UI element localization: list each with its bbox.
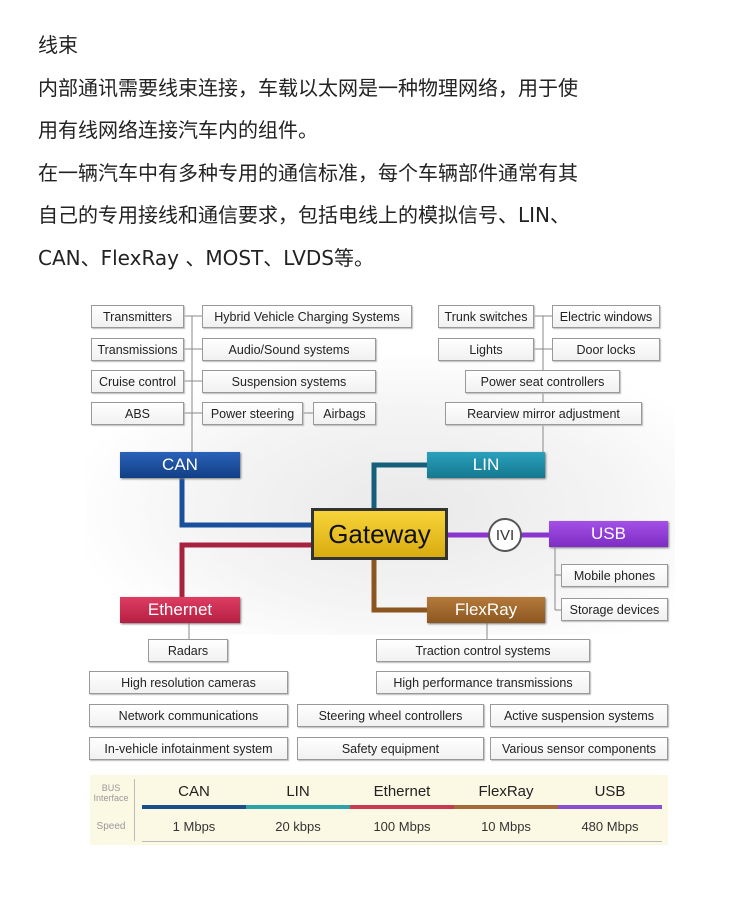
ethernet-device-box: In-vehicle infotainment system	[89, 737, 288, 760]
flexray-device-box: Active suspension systems	[490, 704, 668, 727]
vehicle-network-diagram: Transmitters Hybrid Vehicle Charging Sys…	[85, 295, 675, 855]
lin-device-box: Electric windows	[552, 305, 660, 328]
ethernet-device-box: Radars	[148, 639, 228, 662]
lin-color-bar	[246, 805, 354, 809]
table-bus-name: FlexRay	[478, 783, 534, 800]
speed-header-label: Speed	[96, 821, 126, 832]
lin-bus-label: LIN	[427, 452, 545, 478]
table-bus-speed: 20 kbps	[275, 819, 321, 834]
flexray-device-box: Various sensor components	[490, 737, 668, 760]
table-bottom-rule	[142, 841, 662, 842]
table-bus-name: USB	[594, 783, 626, 800]
flexray-device-box: Safety equipment	[297, 737, 484, 760]
usb-color-bar	[558, 805, 662, 809]
bus-speed-table: BUS Interface Speed CAN LIN Ethernet Fle…	[90, 775, 668, 845]
flexray-device-box: Steering wheel controllers	[297, 704, 484, 727]
lin-line	[371, 462, 427, 508]
can-device-box: Hybrid Vehicle Charging Systems	[202, 305, 412, 328]
flexray-color-bar	[454, 805, 562, 809]
can-device-box: Transmitters	[91, 305, 184, 328]
usb-device-box: Storage devices	[561, 598, 668, 621]
usb-bus-label: USB	[549, 521, 668, 547]
flexray-bus-label: FlexRay	[427, 597, 545, 623]
can-device-connector	[184, 315, 313, 452]
usb-device-connector	[554, 548, 561, 611]
can-device-box: Power steering	[202, 402, 303, 425]
flexray-device-box: Traction control systems	[376, 639, 590, 662]
table-bus-speed: 1 Mbps	[172, 819, 216, 834]
ethernet-device-box: Network communications	[89, 704, 288, 727]
paragraph-line: CAN、FlexRay 、MOST、LVDS等。	[38, 246, 374, 270]
lin-device-box: Lights	[438, 338, 534, 361]
can-device-box: Transmissions	[91, 338, 184, 361]
lin-device-box: Door locks	[552, 338, 660, 361]
table-divider	[134, 779, 135, 841]
can-device-box: Suspension systems	[202, 370, 376, 393]
can-device-box: Airbags	[313, 402, 376, 425]
paragraph-line: 用有线网络连接汽车内的组件。	[38, 118, 318, 142]
table-bus-name: CAN	[178, 783, 210, 800]
table-bus-name: Ethernet	[373, 783, 431, 800]
table-bus-name: LIN	[286, 783, 310, 800]
ivi-circle: IVI	[488, 518, 522, 552]
ethernet-device-box: High resolution cameras	[89, 671, 288, 694]
flexray-line	[371, 560, 427, 613]
bus-header-label: BUS	[101, 783, 121, 793]
paragraph-line: 内部通讯需要线束连接，车载以太网是一种物理网络，用于使	[38, 76, 578, 100]
table-bus-speed: 480 Mbps	[581, 819, 639, 834]
ethernet-line	[179, 542, 311, 597]
section-heading: 线束	[38, 33, 78, 57]
can-line	[179, 478, 311, 528]
lin-device-box: Power seat controllers	[465, 370, 620, 393]
lin-device-box: Trunk switches	[438, 305, 534, 328]
can-device-box: ABS	[91, 402, 184, 425]
ethernet-bus-label: Ethernet	[120, 597, 240, 623]
table-bus-speed: 10 Mbps	[481, 819, 531, 834]
interface-header-label: Interface	[93, 793, 129, 803]
can-device-box: Cruise control	[91, 370, 184, 393]
paragraph-line: 在一辆汽车中有多种专用的通信标准，每个车辆部件通常有其	[38, 161, 578, 185]
ethernet-color-bar	[350, 805, 458, 809]
flexray-device-box: High performance transmissions	[376, 671, 590, 694]
usb-device-box: Mobile phones	[561, 564, 668, 587]
table-bus-speed: 100 Mbps	[373, 819, 431, 834]
can-color-bar	[142, 805, 250, 809]
paragraph-line: 自己的专用接线和通信要求，包括电线上的模拟信号、LIN、	[38, 203, 571, 227]
can-bus-label: CAN	[120, 452, 240, 478]
gateway-box: Gateway	[311, 508, 448, 560]
can-device-box: Audio/Sound systems	[202, 338, 376, 361]
lin-device-box: Rearview mirror adjustment	[445, 402, 642, 425]
